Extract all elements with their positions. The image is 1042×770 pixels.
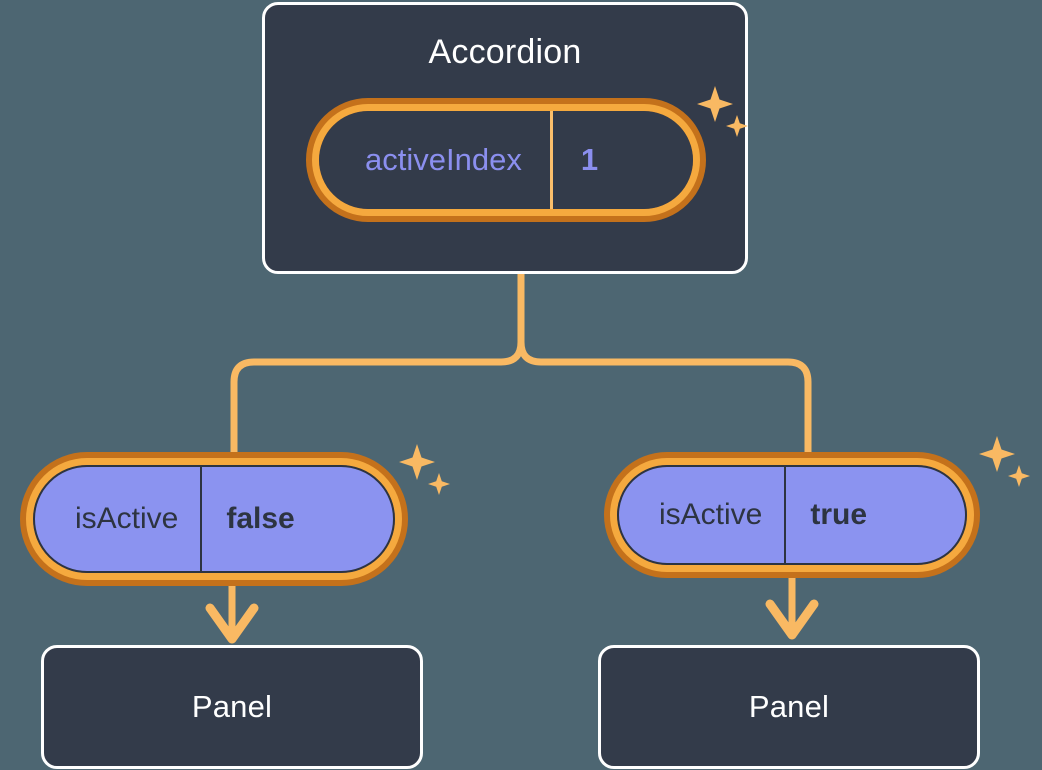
state-value: true [784,467,907,563]
component-card-panel-left[interactable]: Panel [41,645,423,769]
state-pill-body: activeIndex 1 [319,111,693,209]
wire-root-to-left [230,268,525,456]
component-card-panel-right[interactable]: Panel [598,645,980,769]
arrowhead-left-panel [205,603,259,644]
state-value: false [200,467,334,571]
state-value: 1 [549,111,644,209]
state-pill-active-index[interactable]: activeIndex 1 [306,98,706,222]
wire-root-to-right [517,268,812,456]
panel-title: Panel [748,689,830,724]
sparkle-icon [399,444,450,495]
state-pill-body: isActive true [617,465,967,565]
state-key: activeIndex [365,142,522,177]
state-pill-is-active-right[interactable]: isActive true [604,452,980,578]
state-pill-is-active-left[interactable]: isActive false [20,452,408,586]
state-pill-body: isActive false [33,465,395,573]
state-key: isActive [75,502,179,535]
state-key: isActive [659,498,763,531]
arrowhead-right-panel [765,599,819,640]
sparkle-icon [979,436,1030,487]
accordion-title: Accordion [428,33,582,71]
panel-title: Panel [191,689,273,724]
